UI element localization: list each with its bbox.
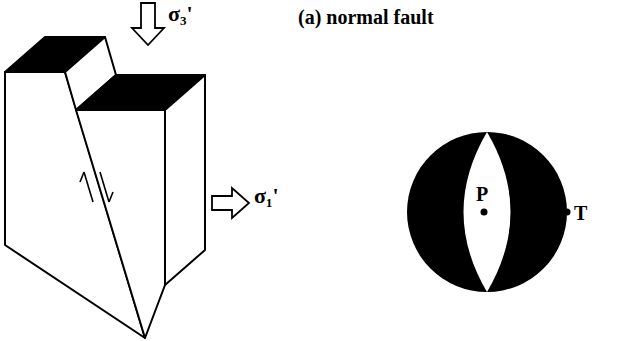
slip-arrow-up-head xyxy=(80,172,84,182)
focal-sphere xyxy=(407,132,567,292)
fault-blocks xyxy=(5,37,205,338)
beach-ball xyxy=(407,132,571,292)
stress-label: σ₃' xyxy=(168,2,193,26)
axis-label: T xyxy=(574,202,587,224)
slip-arrow-down-head xyxy=(109,192,113,202)
sigma1-arrow xyxy=(212,188,249,218)
t-axis-dot xyxy=(564,209,571,216)
stress-label: σ₁' xyxy=(254,184,279,208)
slip-arrow-down xyxy=(100,172,109,202)
dilatational-lens xyxy=(464,132,511,292)
axis-label: P xyxy=(476,183,488,205)
slip-arrows xyxy=(80,172,113,202)
hangingwall-front xyxy=(76,110,165,338)
slip-arrow-up xyxy=(84,172,93,202)
p-axis-dot xyxy=(481,209,488,216)
hangingwall-side xyxy=(165,75,205,285)
panel-title: (a) normal fault xyxy=(298,6,434,28)
sigma3-arrow xyxy=(132,3,164,45)
